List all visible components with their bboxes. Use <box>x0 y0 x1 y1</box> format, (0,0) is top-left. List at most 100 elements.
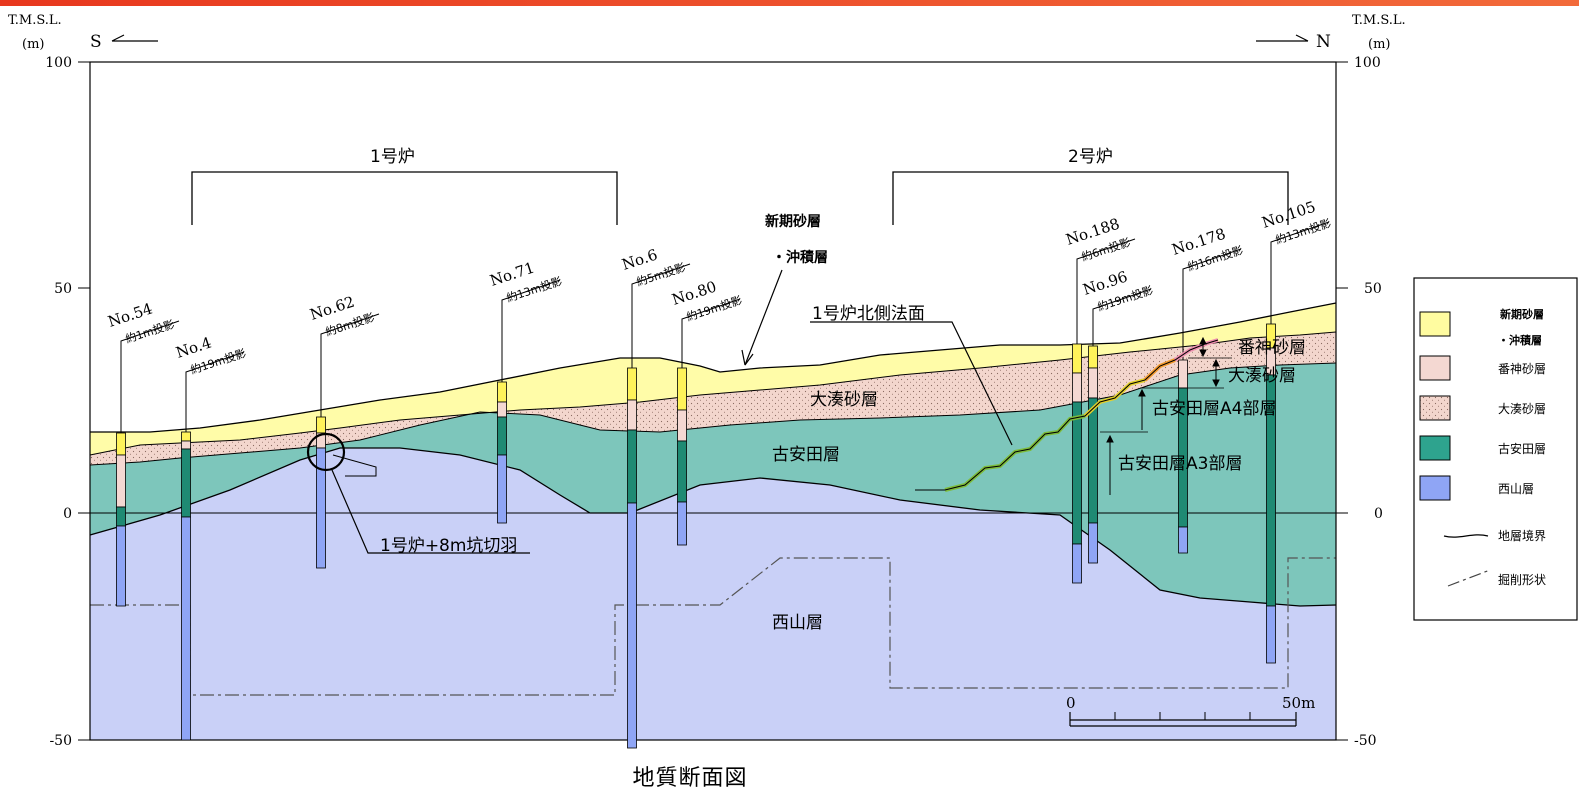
borehole-segment <box>497 401 507 418</box>
borehole-segment <box>627 502 637 749</box>
borehole-leader <box>681 298 741 368</box>
tick-left-50: 50 <box>54 281 72 297</box>
borehole-segment <box>316 447 326 569</box>
borehole-leader <box>1092 288 1152 346</box>
borehole-segment <box>1088 345 1098 369</box>
legend-swatches <box>1419 311 1451 501</box>
borehole-segment <box>1072 401 1082 545</box>
borehole-segment <box>1088 397 1098 524</box>
borehole-segment <box>627 429 637 504</box>
borehole-leader <box>631 263 691 368</box>
borehole-leader <box>1076 238 1136 344</box>
borehole-segment <box>1072 543 1082 584</box>
tick-left-minus50: -50 <box>49 733 72 749</box>
borehole-segment <box>627 399 637 431</box>
label-ominato: 大湊砂層 <box>810 390 878 410</box>
borehole-segment <box>497 454 507 524</box>
legend-koyasuda: 古安田層 <box>1498 441 1546 456</box>
borehole-segment <box>677 440 687 503</box>
dimension-arrows <box>1100 336 1232 495</box>
legend-excavation-sample <box>1447 569 1491 587</box>
legend-nishiyama: 西山層 <box>1498 482 1534 496</box>
borehole-leader <box>1182 248 1242 360</box>
tick-right-50: 50 <box>1364 281 1382 297</box>
borehole-segment <box>1072 343 1082 374</box>
tick-right-0: 0 <box>1374 506 1383 522</box>
north-label: N <box>1316 32 1331 52</box>
label-cut-face: 1号炉+8m坑切羽 <box>380 536 517 556</box>
borehole-segment <box>116 454 126 508</box>
boundary-koyasuda <box>89 362 1337 466</box>
scale-zero: 0 <box>1066 694 1076 712</box>
boundary-nishiyama <box>89 447 1337 607</box>
borehole-segment <box>677 367 687 411</box>
borehole-leader <box>185 351 245 432</box>
label-shinki-2: ・沖積層 <box>772 249 828 266</box>
borehole-segment <box>497 416 507 456</box>
label-ominato-right: 大湊砂層 <box>1228 366 1296 386</box>
borehole-segment <box>116 506 126 527</box>
cut-face-marker <box>306 432 530 554</box>
shinki-layer <box>90 303 1336 455</box>
borehole-segment <box>1266 605 1276 664</box>
borehole-segment <box>181 516 191 741</box>
axis-unit-right: (m) <box>1368 37 1390 52</box>
borehole-leader <box>320 313 380 417</box>
label-koyasuda: 古安田層 <box>772 445 840 465</box>
borehole-segment <box>1072 372 1082 403</box>
shinki-arrow <box>741 269 783 366</box>
borehole-segment <box>627 367 637 401</box>
figure-caption: 地質断面図 <box>632 766 748 791</box>
borehole-segment <box>677 501 687 546</box>
label-banjin: 番神砂層 <box>1238 338 1306 358</box>
legend-ominato: 大湊砂層 <box>1498 402 1546 416</box>
label-a3: 古安田層A3部層 <box>1118 454 1242 474</box>
borehole-segment <box>181 440 191 450</box>
borehole-segment <box>181 431 191 442</box>
axis-unit-left: (m) <box>22 37 44 52</box>
scale-fifty: 50m <box>1282 694 1315 712</box>
south-label: S <box>90 32 102 52</box>
slope-profile-line <box>915 339 1219 491</box>
boundary-surface <box>90 302 1337 433</box>
section-frame <box>89 61 1337 741</box>
tick-left-0: 0 <box>63 506 72 522</box>
axis-label-left: T.M.S.L. <box>8 13 62 28</box>
label-a4: 古安田層A4部層 <box>1152 399 1276 419</box>
unit-brackets <box>191 171 1289 225</box>
header-accent-bar <box>0 0 1579 6</box>
unit2-label: 2号炉 <box>1068 147 1113 167</box>
legend-shinki-1: 新期砂層 <box>1500 307 1544 321</box>
borehole-segment <box>677 409 687 442</box>
ominato-layer <box>90 332 1336 465</box>
borehole-leader <box>501 279 561 382</box>
north-slope-leader <box>810 321 1013 446</box>
borehole-segment <box>1178 526 1188 554</box>
borehole-columns <box>116 323 1276 749</box>
scale-bar <box>1069 712 1297 727</box>
legend-banjin: 番神砂層 <box>1498 362 1546 376</box>
legend-shinki-2: ・沖積層 <box>1498 333 1542 347</box>
borehole-segment <box>1178 359 1188 389</box>
borehole-segment <box>181 448 191 518</box>
tick-right-minus50: -50 <box>1354 733 1377 749</box>
label-shinki-1: 新期砂層 <box>765 213 821 230</box>
tick-right-100: 100 <box>1354 55 1381 71</box>
boundary-shinki <box>89 331 1337 456</box>
legend-excavation: 掘削形状 <box>1498 572 1546 587</box>
borehole-segment <box>1088 367 1098 399</box>
tick-left-100: 100 <box>45 55 72 71</box>
borehole-segment <box>116 525 126 607</box>
borehole-leader <box>120 320 180 433</box>
borehole-segment <box>1088 522 1098 564</box>
koyasuda-layer <box>90 363 1336 606</box>
direction-arrows <box>111 34 1309 42</box>
borehole-segment <box>316 416 326 434</box>
legend-boundary-sample <box>1443 534 1489 538</box>
axis-ticks <box>78 61 1348 741</box>
unit1-label: 1号炉 <box>370 147 415 167</box>
borehole-segment <box>497 381 507 403</box>
nishiyama-layer <box>90 448 1336 740</box>
borehole-leader <box>1270 221 1330 324</box>
